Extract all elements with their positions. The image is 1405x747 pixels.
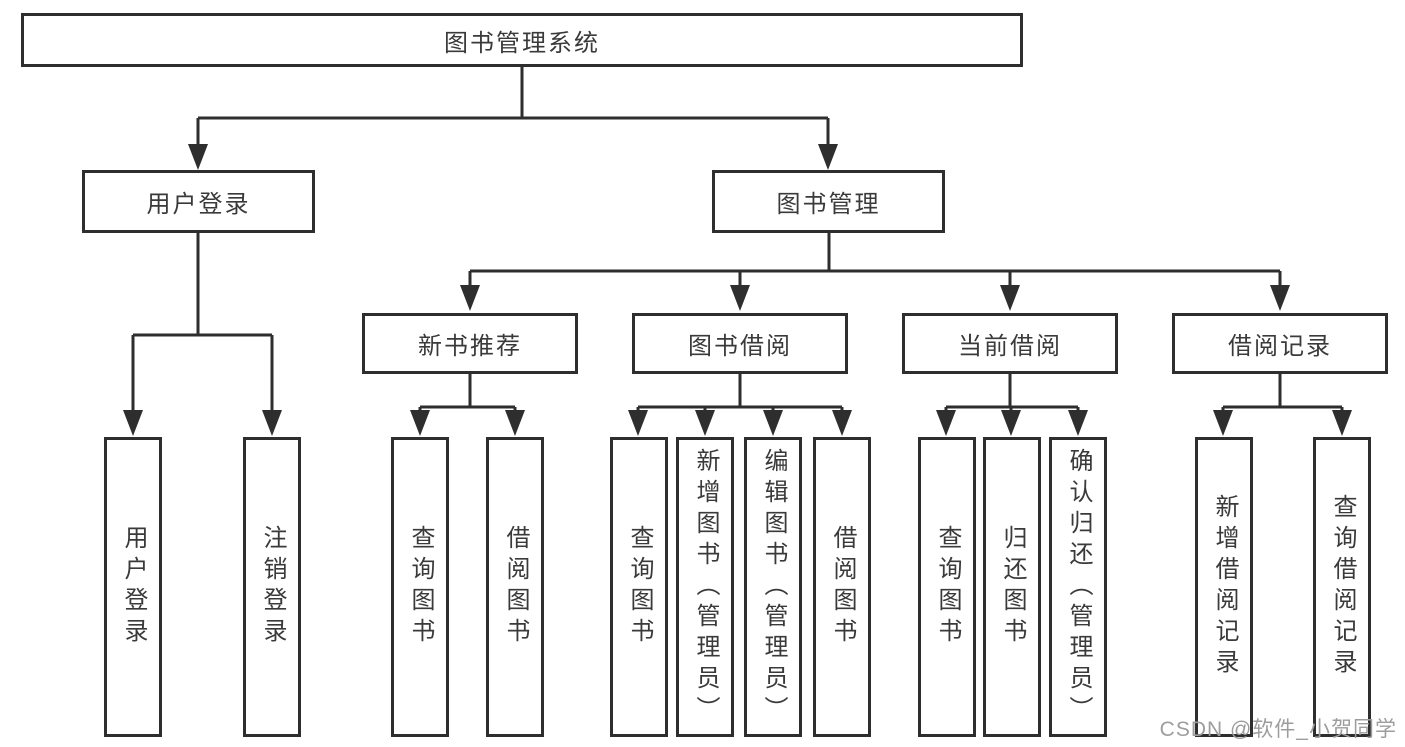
leaf-add-book-admin-label: 新增图书（管理员） — [692, 447, 719, 727]
node-new-book-recommend: 新书推荐 — [362, 313, 578, 374]
connector-path — [131, 67, 1344, 412]
leaf-query-book-borrow-label: 查询图书 — [626, 525, 653, 649]
leaf-return-book: 归还图书 — [983, 437, 1041, 737]
arrowhead-icon — [410, 410, 430, 436]
leaf-edit-book-admin: 编辑图书（管理员） — [744, 437, 802, 737]
arrowhead-icon — [505, 410, 525, 436]
csdn-watermark: CSDN @软件_小贺同学 — [1159, 718, 1397, 741]
node-root: 图书管理系统 — [21, 13, 1023, 67]
arrowhead-icon — [832, 410, 852, 436]
node-new-book-recommend-label: 新书推荐 — [418, 333, 522, 360]
node-book-management: 图书管理 — [712, 170, 945, 233]
leaf-borrow-book-recommend-label: 借阅图书 — [502, 525, 529, 649]
arrowhead-icon — [1332, 410, 1352, 436]
leaf-query-book-current-label: 查询图书 — [934, 525, 961, 649]
leaf-query-book-recommend-label: 查询图书 — [407, 525, 434, 649]
arrowhead-icon — [123, 410, 143, 436]
arrowhead-icon — [1001, 410, 1021, 436]
leaf-query-book-recommend: 查询图书 — [391, 437, 449, 737]
node-book-borrow-label: 图书借阅 — [688, 333, 792, 360]
arrowhead-icon — [936, 410, 956, 436]
arrowhead-icon — [1000, 285, 1020, 311]
leaf-query-borrow-record: 查询借阅记录 — [1313, 437, 1371, 737]
arrowhead-icon — [1068, 410, 1088, 436]
leaf-confirm-return-admin: 确认归还（管理员） — [1049, 437, 1107, 737]
arrowhead-icon — [1213, 410, 1233, 436]
leaf-borrow-book-borrow: 借阅图书 — [813, 437, 871, 737]
leaf-return-book-label: 归还图书 — [999, 525, 1026, 649]
leaf-query-borrow-record-label: 查询借阅记录 — [1329, 494, 1356, 680]
arrowhead-icon — [1270, 285, 1290, 311]
node-current-borrow-label: 当前借阅 — [958, 333, 1062, 360]
arrowhead-icon — [695, 410, 715, 436]
leaf-logout-label: 注销登录 — [259, 525, 286, 649]
arrowhead-icon — [763, 410, 783, 436]
arrowhead-icon — [818, 144, 838, 170]
arrowhead-icon — [262, 410, 282, 436]
leaf-borrow-book-borrow-label: 借阅图书 — [829, 525, 856, 649]
node-book-management-label: 图书管理 — [776, 191, 881, 218]
arrowhead-icons — [123, 144, 1352, 436]
leaf-query-book-current: 查询图书 — [918, 437, 976, 737]
arrowhead-icon — [188, 144, 208, 170]
arrowhead-icon — [730, 285, 750, 311]
node-book-borrow: 图书借阅 — [632, 313, 848, 374]
node-root-label: 图书管理系统 — [444, 29, 600, 57]
leaf-add-book-admin: 新增图书（管理员） — [676, 437, 734, 737]
leaf-borrow-book-recommend: 借阅图书 — [486, 437, 544, 737]
leaf-confirm-return-admin-label: 确认归还（管理员） — [1065, 447, 1092, 727]
node-borrow-record-label: 借阅记录 — [1228, 333, 1332, 360]
node-current-borrow: 当前借阅 — [902, 313, 1118, 374]
leaf-query-book-borrow: 查询图书 — [610, 437, 668, 737]
leaf-user-login-label: 用户登录 — [120, 525, 147, 649]
node-user-login-label: 用户登录 — [146, 191, 251, 218]
node-user-login: 用户登录 — [82, 170, 315, 233]
arrowhead-icon — [460, 285, 480, 311]
leaf-add-borrow-record-label: 新增借阅记录 — [1211, 494, 1238, 680]
leaf-add-borrow-record: 新增借阅记录 — [1195, 437, 1253, 737]
node-borrow-record: 借阅记录 — [1172, 313, 1388, 374]
leaf-edit-book-admin-label: 编辑图书（管理员） — [760, 447, 787, 727]
leaf-user-login: 用户登录 — [104, 437, 162, 737]
arrowhead-icon — [628, 410, 648, 436]
leaf-logout: 注销登录 — [243, 437, 301, 737]
